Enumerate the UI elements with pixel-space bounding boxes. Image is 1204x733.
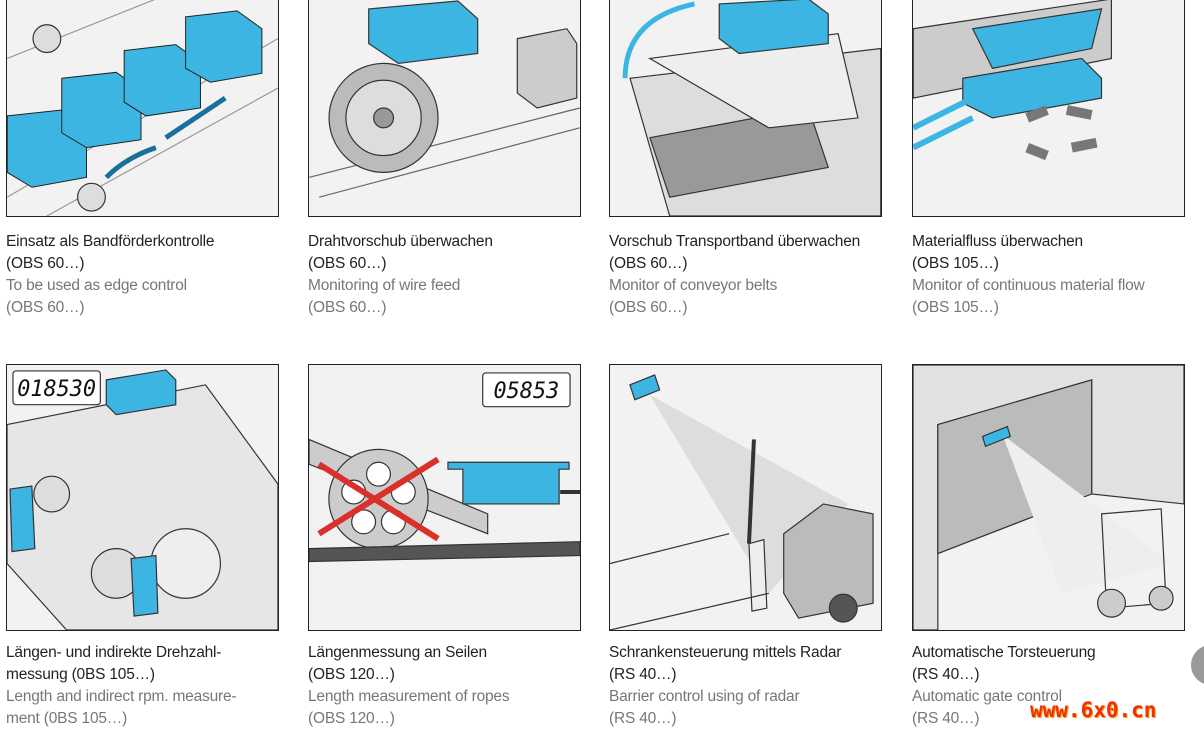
- caption-translation: Monitor of conveyor belts: [609, 277, 778, 294]
- caption-model: (RS 40…): [609, 666, 677, 683]
- caption-translation-model: (OBS 60…): [6, 299, 85, 316]
- caption-title: Längen- und indirekte Drehzahl-: [6, 644, 222, 661]
- illustration-edge-control: [6, 0, 279, 217]
- caption-barrier-radar: Schrankensteuerung mittels Radar (RS 40…)…: [609, 642, 899, 730]
- caption-edge-control: Einsatz als Bandförderkontrolle (OBS 60…)…: [6, 231, 296, 319]
- caption-material-flow: Materialfluss überwachen (OBS 105…) Monito…: [912, 231, 1202, 319]
- caption-model: (OBS 120…): [308, 666, 395, 683]
- page-tab-marker: [1191, 645, 1204, 685]
- caption-translation-model: (RS 40…): [609, 710, 677, 727]
- illustration-barrier-radar: [609, 364, 882, 631]
- watermark: www.6x0.cn: [1030, 698, 1157, 722]
- caption-title: Automatische Torsteuerung: [912, 644, 1096, 661]
- caption-title: Drahtvorschub überwachen: [308, 233, 493, 250]
- caption-title: Schrankensteuerung mittels Radar: [609, 644, 842, 661]
- caption-translation-model: (OBS 60…): [609, 299, 688, 316]
- caption-translation: Monitor of continuous material flow: [912, 277, 1145, 294]
- caption-title: Längenmessung an Seilen: [308, 644, 487, 661]
- caption-translation: Length and indirect rpm. measure-: [6, 688, 237, 705]
- caption-rope-length: Längenmessung an Seilen (OBS 120…) Length …: [308, 642, 598, 730]
- caption-title: Vorschub Transportband überwachen: [609, 233, 861, 250]
- caption-model: (OBS 60…): [6, 255, 85, 272]
- caption-model: (OBS 105…): [912, 255, 999, 272]
- caption-model: (OBS 60…): [308, 255, 387, 272]
- counter-display: 05853: [494, 379, 560, 404]
- caption-translation: Length measurement of ropes: [308, 688, 510, 705]
- caption-title: Materialfluss überwachen: [912, 233, 1083, 250]
- caption-translation-model: (OBS 60…): [308, 299, 387, 316]
- caption-title: Einsatz als Bandförderkontrolle: [6, 233, 215, 250]
- illustration-conveyor-belt: [609, 0, 882, 217]
- illustration-material-flow: [912, 0, 1185, 217]
- illustration-length-rpm: 018530: [6, 364, 279, 631]
- caption-gate-control: Automatische Torsteuerung (RS 40…) Automat…: [912, 642, 1202, 730]
- caption-conveyor-belt: Vorschub Transportband überwachen (OBS 60…: [609, 231, 899, 319]
- caption-translation: Automatic gate control: [912, 688, 1062, 705]
- counter-display: 018530: [17, 377, 96, 402]
- caption-length-rpm: Längen- und indirekte Drehzahl-messung (…: [6, 642, 296, 730]
- caption-translation-model: (RS 40…): [912, 710, 980, 727]
- illustration-wire-feed: [308, 0, 581, 217]
- caption-model: (RS 40…): [912, 666, 980, 683]
- caption-model: messung (0BS 105…): [6, 666, 155, 683]
- caption-translation: Monitoring of wire feed: [308, 277, 461, 294]
- illustration-gate-control: [912, 364, 1185, 631]
- caption-translation: Barrier control using of radar: [609, 688, 800, 705]
- illustration-rope-length: 05853: [308, 364, 581, 631]
- caption-translation: To be used as edge control: [6, 277, 187, 294]
- caption-model: (OBS 60…): [609, 255, 688, 272]
- caption-translation-model: (OBS 105…): [912, 299, 999, 316]
- caption-translation-model: ment (0BS 105…): [6, 710, 128, 727]
- caption-translation-model: (OBS 120…): [308, 710, 395, 727]
- caption-wire-feed: Drahtvorschub überwachen (OBS 60…) Monitor…: [308, 231, 598, 319]
